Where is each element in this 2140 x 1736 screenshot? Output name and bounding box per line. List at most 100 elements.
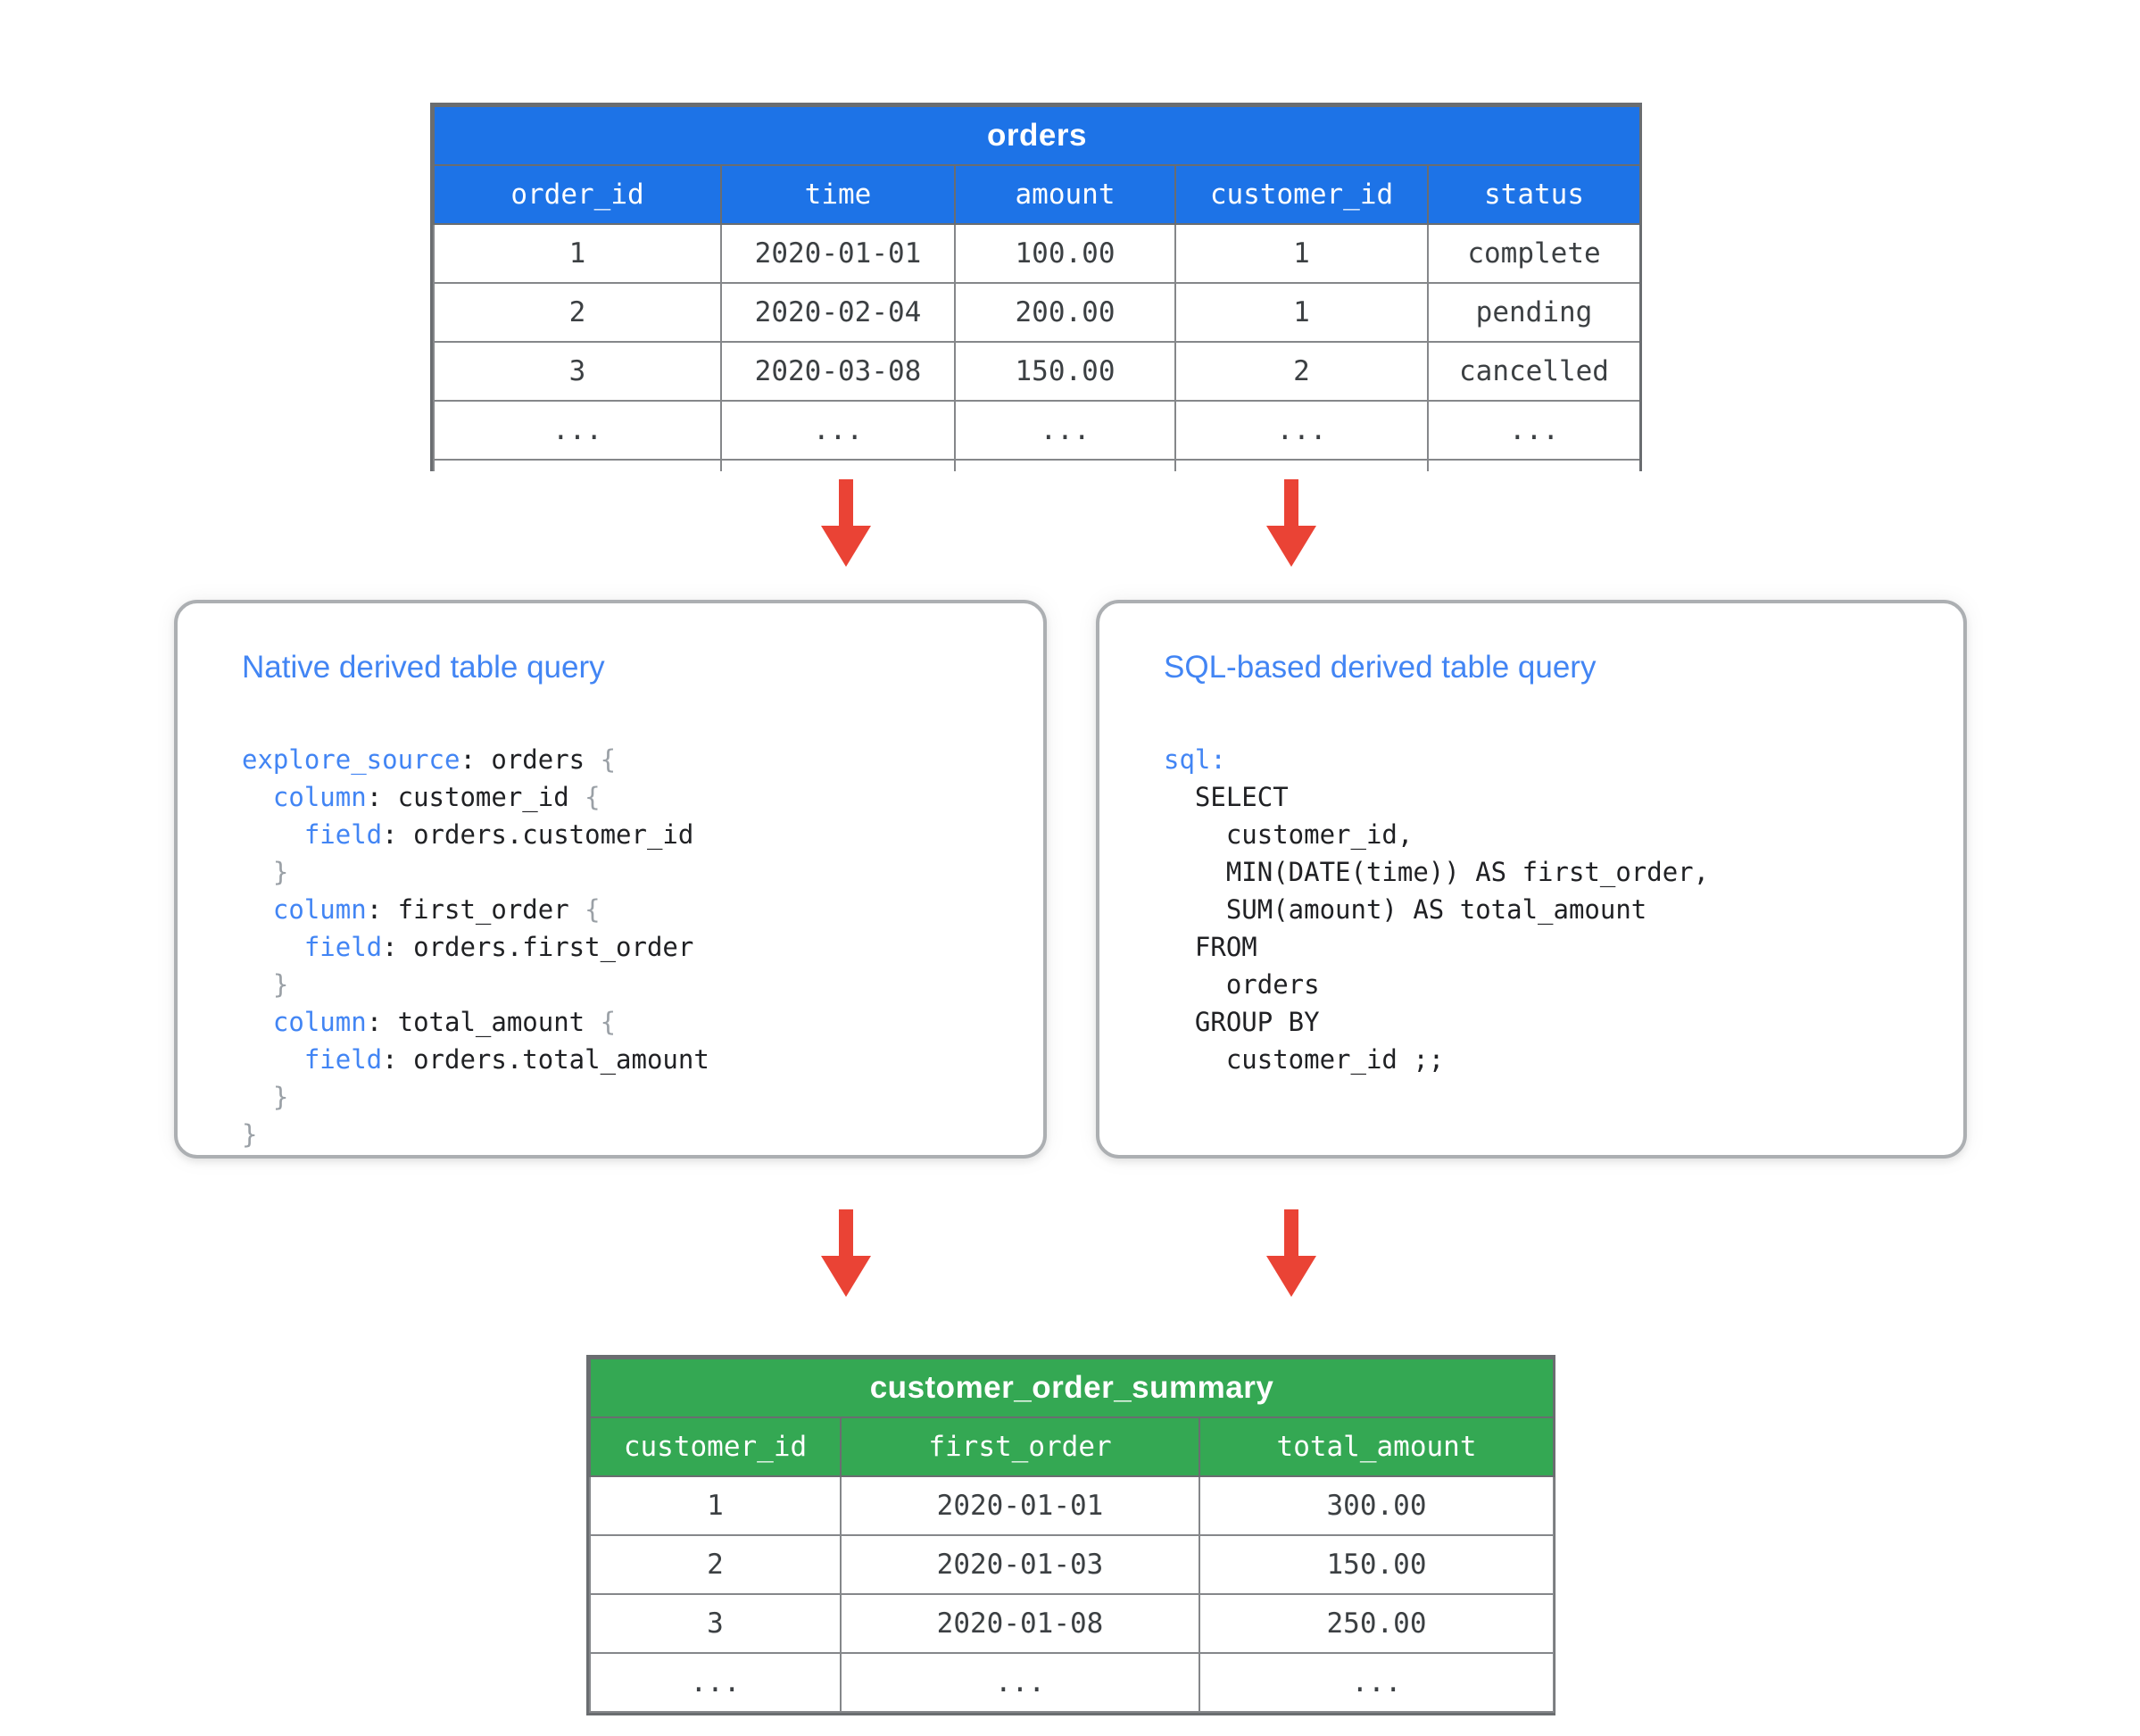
code-keyword: column — [272, 1007, 367, 1037]
table-cell: 2020-01-01 — [720, 223, 956, 284]
code-line: SELECT — [1164, 778, 1963, 816]
table-cell: 150.00 — [954, 341, 1176, 402]
arrow-shaft — [1284, 1209, 1298, 1258]
code-brace: { — [600, 744, 617, 775]
column-header: order_id — [433, 164, 722, 225]
table-cell: ... — [720, 400, 956, 461]
column-header: first_order — [840, 1416, 1200, 1477]
arrow-shaft — [839, 1209, 853, 1258]
code-keyword: field — [303, 932, 383, 962]
code-line: orders — [1164, 966, 1963, 1003]
code-text: orders — [1164, 969, 1320, 1000]
table-cell-empty — [954, 459, 1176, 471]
table-cell: 250.00 — [1198, 1593, 1555, 1654]
code-line: explore_source: orders { — [242, 741, 1043, 778]
code-line: } — [242, 1116, 1043, 1153]
table-title-row: orders — [433, 105, 1639, 166]
table-cell: ... — [954, 400, 1176, 461]
code-line: sql: — [1164, 741, 1963, 778]
table-cell: cancelled — [1427, 341, 1639, 402]
table-cell: complete — [1427, 223, 1639, 284]
table-cell: 200.00 — [954, 282, 1176, 343]
table-cell: 300.00 — [1198, 1475, 1555, 1536]
arrow-head — [1266, 526, 1316, 567]
table-cell: 2020-03-08 — [720, 341, 956, 402]
code-keyword: sql: — [1164, 744, 1226, 775]
arrow-down-icon — [1266, 479, 1316, 567]
arrow-shaft — [839, 479, 853, 527]
code-line: } — [242, 1078, 1043, 1116]
code-line: customer_id ;; — [1164, 1041, 1963, 1078]
code-text: : total_amount — [366, 1007, 601, 1037]
code-keyword: field — [303, 819, 383, 850]
code-line: } — [242, 853, 1043, 891]
column-header: customer_id — [589, 1416, 842, 1477]
truncated-row — [433, 459, 1639, 471]
code-text: MIN(DATE(time)) AS first_order, — [1164, 857, 1710, 887]
code-brace: { — [600, 1007, 617, 1037]
code-text: customer_id, — [1164, 819, 1414, 850]
code-text: : orders.first_order — [382, 932, 694, 962]
code-brace: { — [585, 782, 601, 812]
code-line: field: orders.customer_id — [242, 816, 1043, 853]
code-text: : first_order — [366, 894, 585, 925]
code-text: SUM(amount) AS total_amount — [1164, 894, 1647, 925]
code-text: : orders.customer_id — [382, 819, 694, 850]
code-line: column: total_amount { — [242, 1003, 1043, 1041]
column-header: time — [720, 164, 956, 225]
code-text — [242, 894, 273, 925]
table-cell: ... — [433, 400, 722, 461]
table-cell-empty — [1427, 459, 1639, 471]
code-line: FROM — [1164, 928, 1963, 966]
code-text — [242, 819, 304, 850]
code-text: : orders.total_amount — [382, 1044, 709, 1075]
arrow-down-icon — [1266, 1209, 1316, 1297]
table-cell: 1 — [1174, 282, 1429, 343]
code-keyword: column — [272, 894, 367, 925]
arrow-head — [1266, 1256, 1316, 1297]
code-text — [242, 1007, 273, 1037]
code-line: column: customer_id { — [242, 778, 1043, 816]
table-cell: 1 — [589, 1475, 842, 1536]
sql-box-title: SQL-based derived table query — [1164, 650, 1597, 685]
table-cell: 1 — [433, 223, 722, 284]
table-title-row: customer_order_summary — [588, 1358, 1555, 1418]
code-line: field: orders.total_amount — [242, 1041, 1043, 1078]
table-cell: ... — [840, 1652, 1200, 1713]
arrow-head — [821, 1256, 871, 1297]
table-cell-empty — [720, 459, 956, 471]
code-brace: } — [242, 1082, 289, 1112]
native-derived-table-query-box: Native derived table query explore_sourc… — [174, 600, 1047, 1159]
code-text: GROUP BY — [1164, 1007, 1320, 1037]
code-keyword: explore_source — [242, 744, 460, 775]
column-header: amount — [954, 164, 1176, 225]
code-text: customer_id ;; — [1164, 1044, 1445, 1075]
table-cell: ... — [589, 1652, 842, 1713]
code-brace: { — [585, 894, 601, 925]
code-brace: } — [242, 969, 289, 1000]
column-header: total_amount — [1198, 1416, 1555, 1477]
table-cell: ... — [1174, 400, 1429, 461]
arrow-head — [821, 526, 871, 567]
table-cell-empty — [433, 459, 722, 471]
code-line: } — [242, 966, 1043, 1003]
native-box-title: Native derived table query — [242, 650, 605, 685]
native-box-code: explore_source: orders { column: custome… — [242, 741, 1043, 1153]
table-cell: 2 — [589, 1534, 842, 1595]
arrow-down-icon — [821, 479, 871, 567]
table-row: ......... — [589, 1652, 1555, 1713]
code-text: : customer_id — [366, 782, 585, 812]
table-title: customer_order_summary — [588, 1358, 1555, 1418]
column-header: customer_id — [1174, 164, 1429, 225]
code-line: GROUP BY — [1164, 1003, 1963, 1041]
